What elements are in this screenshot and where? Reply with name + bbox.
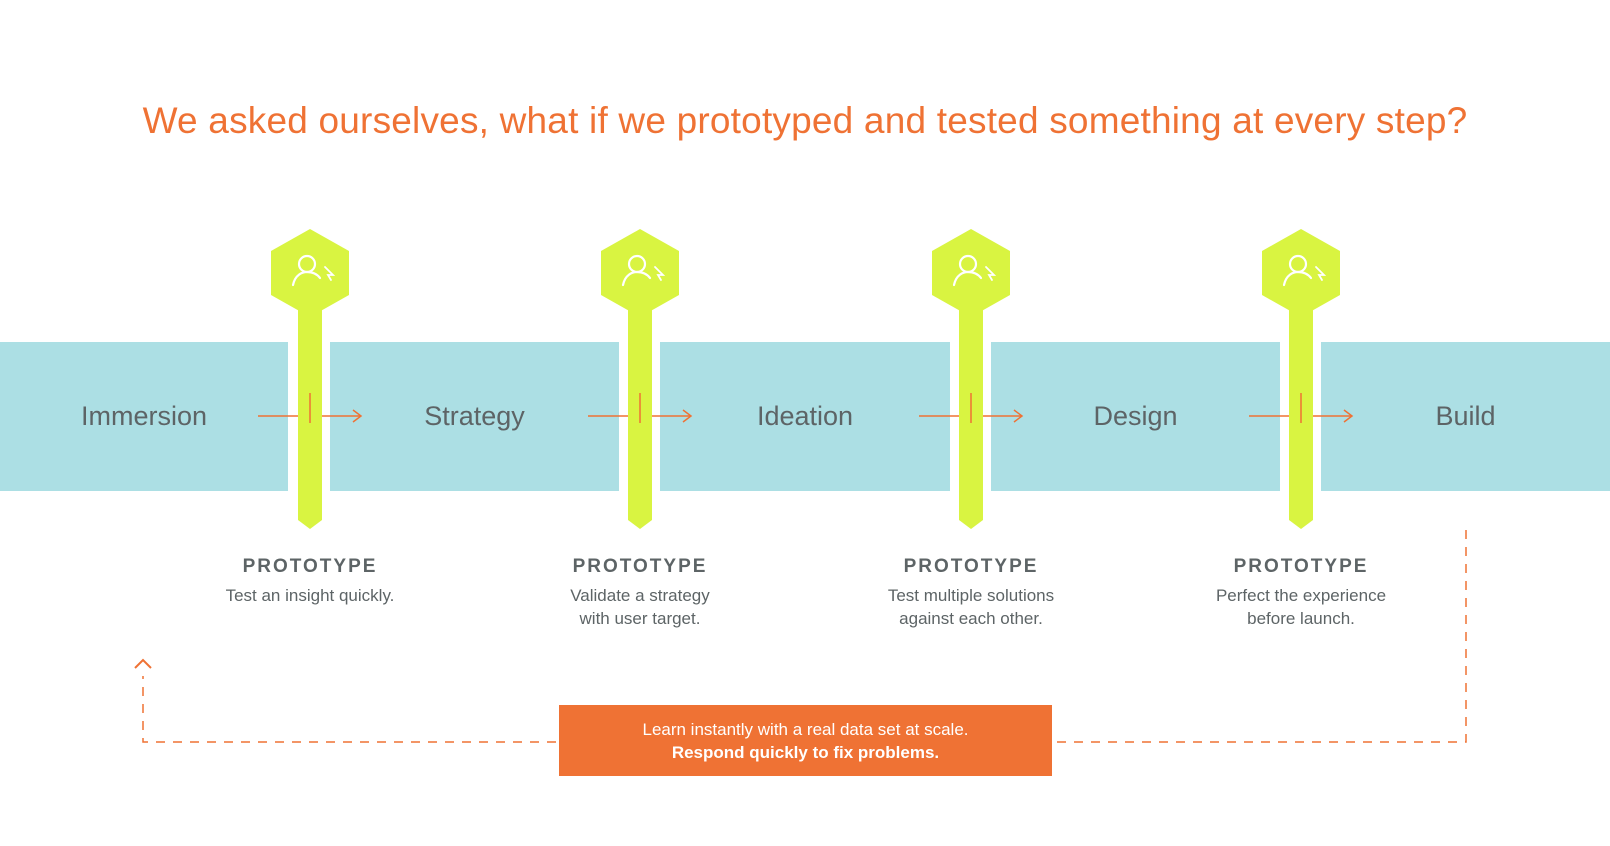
user-cursor-icon bbox=[1282, 254, 1327, 287]
prototype-title: PROTOTYPE bbox=[1233, 556, 1369, 577]
callout-line: Learn instantly with a real data set at … bbox=[642, 719, 969, 739]
prototype-title: PROTOTYPE bbox=[903, 556, 1039, 577]
stage-label: Build bbox=[1435, 401, 1496, 431]
prototype-description: Test an insight quickly. bbox=[225, 586, 395, 605]
callout-emphasis: Respond quickly to fix problems. bbox=[671, 742, 940, 762]
prototype-title: PROTOTYPE bbox=[242, 556, 378, 577]
prototype-caption: PROTOTYPE Test multiple solutions agains… bbox=[821, 556, 1121, 630]
prototype-peg bbox=[1262, 229, 1340, 529]
prototype-caption: PROTOTYPE Validate a strategy with user … bbox=[490, 556, 790, 630]
stage-label: Strategy bbox=[424, 401, 525, 431]
prototype-peg bbox=[932, 229, 1010, 529]
stage-strategy: Strategy bbox=[330, 342, 619, 491]
prototype-description: Test multiple solutions against each oth… bbox=[887, 586, 1055, 628]
prototype-peg bbox=[601, 229, 679, 529]
prototype-caption: PROTOTYPE Perfect the experience before … bbox=[1151, 556, 1451, 630]
user-cursor-icon bbox=[621, 254, 666, 287]
prototype-title: PROTOTYPE bbox=[572, 556, 708, 577]
stage-ideation: Ideation bbox=[660, 342, 950, 491]
user-cursor-icon bbox=[952, 254, 997, 287]
chevron-up-icon bbox=[134, 658, 152, 669]
stage-design: Design bbox=[991, 342, 1280, 491]
stage-label: Design bbox=[1093, 401, 1178, 431]
prototype-peg bbox=[271, 229, 349, 529]
stage-label: Ideation bbox=[756, 401, 854, 431]
headline: We asked ourselves, what if we prototype… bbox=[142, 100, 1468, 141]
stage-label: Immersion bbox=[80, 401, 208, 431]
callout-box: Learn instantly with a real data set at … bbox=[559, 705, 1052, 776]
user-cursor-icon bbox=[291, 254, 336, 287]
prototype-caption: PROTOTYPE Test an insight quickly. bbox=[160, 556, 460, 607]
stage-build: Build bbox=[1321, 342, 1610, 491]
stage-immersion: Immersion bbox=[0, 342, 288, 491]
prototype-description: Validate a strategy with user target. bbox=[570, 586, 710, 628]
prototype-description: Perfect the experience before launch. bbox=[1215, 586, 1387, 628]
